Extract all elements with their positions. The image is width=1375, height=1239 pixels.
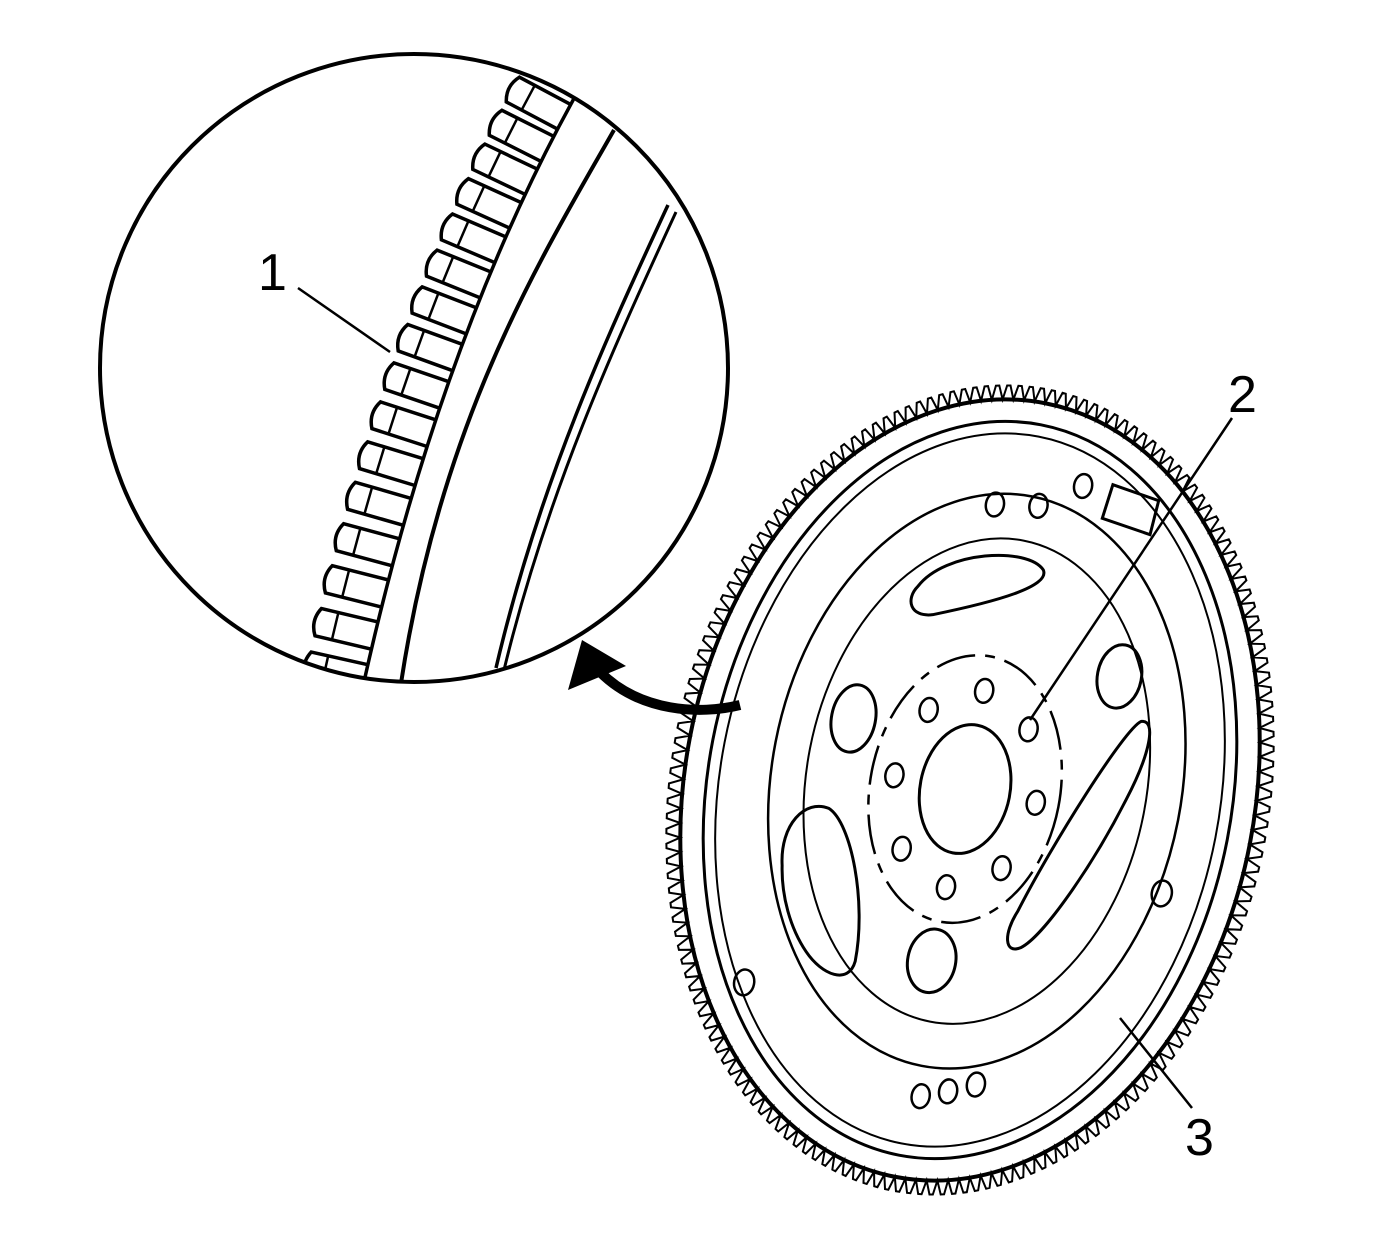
detail-tooth-chamfer	[351, 527, 362, 556]
detail-gear-tooth	[424, 248, 492, 300]
detail-tooth-chamfer	[427, 292, 440, 320]
detail-gear-tooth	[356, 439, 424, 488]
detail-tooth-chamfer	[400, 368, 412, 396]
detail-tooth-chamfer	[441, 256, 455, 284]
detail-magnifier-icon	[98, 52, 730, 684]
detail-gear-tooth	[344, 480, 412, 527]
callout-label-1: 1	[258, 244, 287, 302]
detail-tooth-chamfer	[330, 612, 340, 641]
crank-bolt-hole	[935, 874, 957, 901]
crank-bolt-hole	[973, 677, 995, 705]
detail-tooth-chamfer	[537, 54, 554, 79]
plate-window	[780, 805, 861, 977]
detail-gear-tooth	[396, 322, 463, 373]
detail-gear-tooth	[487, 108, 555, 163]
crank-bolt-hole	[884, 762, 905, 789]
detail-gear-tooth	[454, 176, 523, 230]
detail-tooth-chamfer	[387, 406, 399, 435]
detail-tooth-chamfer	[363, 486, 374, 515]
detail-tooth-chamfer	[456, 220, 470, 248]
crank-bolt-hole	[918, 696, 939, 724]
detail-gear-tooth	[333, 521, 401, 568]
callout-label-2: 2	[1228, 366, 1257, 424]
detail-gear-tooth	[382, 360, 450, 410]
callout-label-3: 3	[1185, 1109, 1214, 1167]
crank-bolt-holes	[884, 677, 1047, 901]
detail-tooth-chamfer	[375, 446, 386, 474]
detail-gear-tooth	[322, 563, 389, 609]
detail-gear-tooth	[409, 284, 477, 336]
plate-window	[1006, 719, 1152, 951]
flexplate-icon	[665, 384, 1275, 1196]
detail-tooth-chamfer	[520, 84, 536, 111]
detail-gear-tooth	[504, 75, 572, 131]
detail-tooth-chamfer	[340, 569, 351, 598]
detail-gear-teeth	[301, 54, 592, 682]
plate-window	[909, 553, 1046, 617]
detail-gear-tooth	[369, 399, 437, 449]
balance-pad	[1100, 482, 1161, 537]
callout-1: 1	[258, 244, 391, 354]
callout-2: 2	[1028, 366, 1257, 721]
crank-bolt-hole	[891, 835, 913, 862]
crank-bolt-hole	[991, 855, 1012, 882]
detail-gear-tooth	[311, 606, 379, 651]
crank-bolt-hole	[1025, 789, 1047, 816]
detail-tooth-chamfer	[487, 151, 502, 178]
detail-tooth-chamfer	[471, 185, 486, 212]
detail-tooth-chamfer	[503, 117, 519, 144]
crank-bolt-hole	[1018, 716, 1039, 743]
detail-gear-tooth	[439, 211, 507, 265]
detail-tooth-chamfer	[413, 330, 426, 358]
curved-arrow-icon	[568, 640, 742, 715]
callout-3: 3	[1119, 1017, 1214, 1167]
detail-tooth-root-line	[358, 69, 592, 682]
detail-gear-tooth	[470, 142, 538, 196]
